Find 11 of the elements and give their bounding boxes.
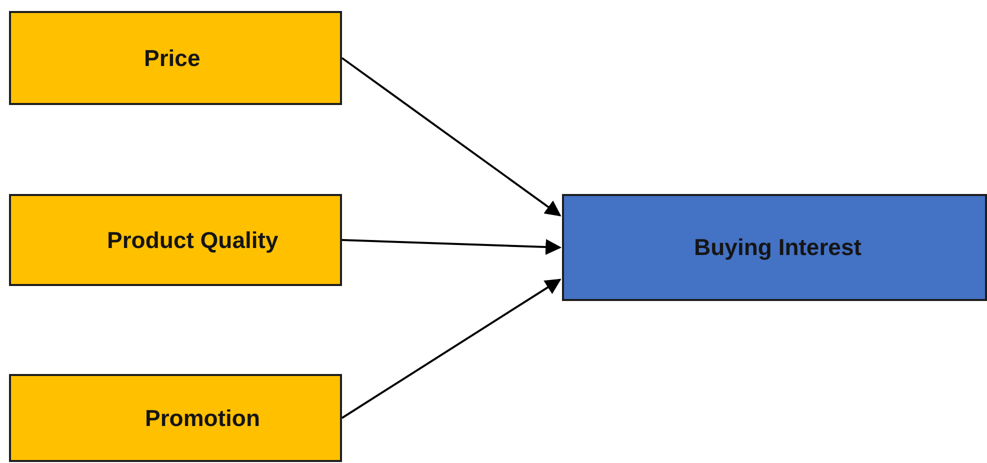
box-label: Product Quality bbox=[107, 226, 278, 254]
arrow bbox=[341, 57, 562, 216]
process-box bbox=[9, 11, 342, 105]
box-label: Buying Interest bbox=[694, 234, 862, 261]
arrow bbox=[342, 239, 562, 255]
arrow bbox=[341, 278, 562, 419]
box-label: Promotion bbox=[145, 404, 260, 432]
process-box bbox=[9, 374, 342, 462]
box-label: Price bbox=[144, 44, 200, 72]
process-box bbox=[562, 194, 987, 301]
process-box bbox=[9, 194, 342, 286]
